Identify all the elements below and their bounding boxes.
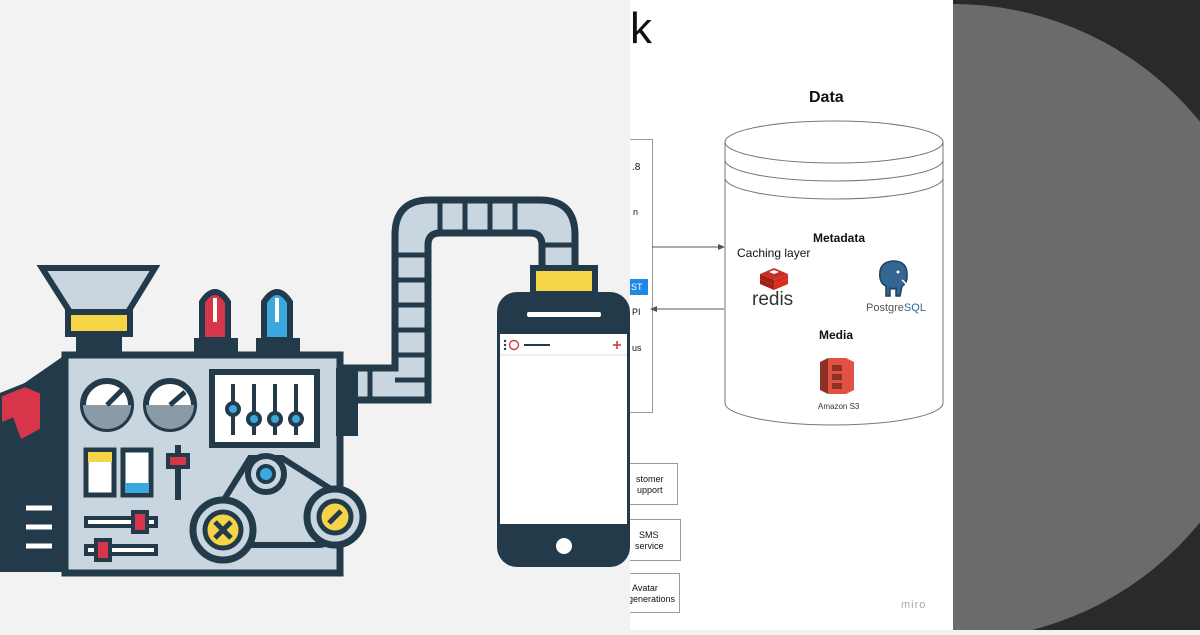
switch-yellow (83, 447, 117, 498)
database-cylinder (724, 120, 944, 426)
belt-pulleys (189, 453, 367, 564)
equalizer-panel (209, 369, 320, 448)
postgresql-label-sql: SQL (903, 302, 926, 314)
sms-service-line1: SMS (639, 530, 659, 540)
header-letter: k (630, 4, 652, 53)
sms-service-line2: service (635, 541, 664, 551)
red-tube (194, 289, 238, 356)
machine-illustration (0, 196, 630, 577)
caching-layer-label: Caching layer (737, 246, 811, 260)
switch-blue (120, 447, 154, 498)
funnel (36, 265, 161, 356)
smartphone (497, 265, 630, 567)
gray-disc-shape (953, 4, 1200, 630)
customer-support-line2: upport (637, 485, 663, 495)
amazon-s3-icon (820, 358, 854, 394)
blue-tube (256, 289, 300, 356)
hose-segments (367, 200, 575, 400)
redis-logo-icon (760, 268, 788, 290)
sms-service-box: SMS service (630, 519, 681, 561)
vent-lines (26, 505, 52, 549)
vertical-slider (166, 445, 190, 500)
postgresql-label-postgre: Postgre (866, 302, 904, 314)
miro-watermark: miro (901, 599, 927, 611)
avatar-generations-line1: Avatar (632, 583, 658, 593)
partial-text-2: n (633, 207, 639, 217)
partial-text-1: .8 (632, 162, 641, 173)
media-label: Media (819, 328, 854, 342)
partial-text-3: ST (630, 279, 648, 295)
dark-background-panel (953, 0, 1200, 630)
connector-arrows (650, 244, 725, 312)
metadata-label: Metadata (813, 231, 866, 245)
partial-text-4: PI (632, 307, 641, 317)
customer-support-line1: stomer (636, 474, 664, 484)
redis-label: redis (752, 289, 794, 310)
partial-text-5: us (632, 343, 642, 353)
amazon-s3-label: Amazon S3 (818, 402, 860, 411)
customer-support-box: stomer upport (630, 463, 678, 505)
machine-connector (336, 368, 358, 436)
red-gear (0, 382, 44, 445)
horizontal-sliders (84, 510, 158, 562)
miro-board: k Data .8 n ST PI us Metadata Caching la… (630, 0, 953, 630)
avatar-generations-box: Avatar generations (630, 573, 680, 613)
machine-to-phone-illustration (0, 196, 630, 577)
postgresql-elephant-icon (879, 260, 908, 297)
avatar-generations-line2: generations (630, 594, 676, 604)
gauge-right (143, 378, 197, 432)
partial-service-box (630, 139, 653, 413)
section-title: Data (809, 89, 844, 106)
gauge-left (80, 378, 134, 432)
postgresql-label: PostgreSQL (866, 302, 926, 314)
